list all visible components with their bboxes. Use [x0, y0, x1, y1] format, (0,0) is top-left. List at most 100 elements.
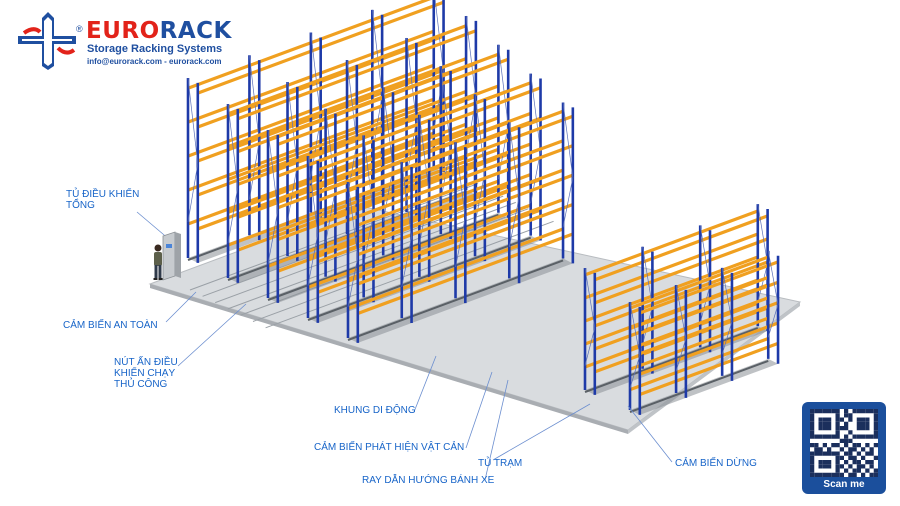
operator-figure: [153, 244, 163, 280]
label-mobile-frame: KHUNG DI ĐỘNG: [334, 405, 416, 416]
qr-module: [852, 443, 857, 448]
qr-module: [835, 443, 840, 448]
control-cabinet: [162, 231, 181, 281]
qr-module: [869, 409, 874, 414]
bracing: [530, 73, 541, 204]
qr-module: [818, 464, 823, 469]
qr-module: [810, 413, 815, 418]
qr-module: [861, 409, 866, 414]
bracing: [440, 66, 451, 201]
qr-module: [861, 434, 866, 439]
qr-module: [856, 417, 861, 422]
cross-arrow-logo-icon: [18, 12, 76, 70]
label-safety-sensor: CẢM BIẾN AN TOÀN: [63, 320, 158, 331]
beam: [584, 255, 759, 323]
beam: [629, 337, 769, 392]
leader-line: [492, 403, 591, 461]
qr-module: [822, 460, 827, 465]
qr-module: [810, 421, 815, 426]
qr-module: [869, 451, 874, 456]
qr-module: [873, 430, 878, 435]
qr-module: [848, 455, 853, 460]
qr-module: [810, 451, 815, 456]
beam: [629, 275, 769, 330]
leader-line: [627, 405, 673, 463]
qr-module: [814, 447, 819, 452]
qr-module: [844, 443, 849, 448]
qr-module: [831, 451, 836, 456]
qr-module: [844, 421, 849, 426]
qr-module: [856, 426, 861, 431]
bracing: [474, 94, 486, 224]
bracing: [419, 114, 430, 245]
qr-module: [814, 409, 819, 414]
qr-module: [869, 472, 874, 477]
qr-module: [810, 455, 815, 460]
qr-module: [865, 421, 870, 426]
qr-module: [873, 426, 878, 431]
qr-module: [856, 451, 861, 456]
qr-module: [835, 421, 840, 426]
qr-code-badge[interactable]: Scan me: [802, 402, 886, 494]
brand-contact: info@eurorack.com - eurorack.com: [87, 57, 222, 66]
qr-module: [831, 472, 836, 477]
qr-module: [831, 434, 836, 439]
qr-module: [827, 472, 832, 477]
qr-module: [827, 434, 832, 439]
qr-module: [865, 468, 870, 473]
qr-module: [848, 413, 853, 418]
qr-module: [844, 460, 849, 465]
base-beam: [267, 213, 499, 301]
qr-module: [839, 455, 844, 460]
qr-module: [810, 443, 815, 448]
bracing: [721, 267, 733, 355]
base-beam: [584, 327, 759, 393]
qr-module: [844, 409, 849, 414]
beam: [629, 316, 769, 371]
qr-module: [865, 443, 870, 448]
beam: [639, 301, 779, 356]
qr-module: [873, 434, 878, 439]
brand-tagline: Storage Racking Systems: [87, 43, 223, 55]
qr-module: [810, 409, 815, 414]
qr-module: [835, 430, 840, 435]
qr-module: [861, 472, 866, 477]
beam: [629, 296, 769, 351]
label-line: TỔNG: [66, 200, 95, 211]
leader-line: [465, 371, 493, 449]
qr-module: [844, 438, 849, 443]
qr-module: [822, 426, 827, 431]
qr-module: [810, 417, 815, 422]
qr-module: [827, 460, 832, 465]
qr-module: [835, 413, 840, 418]
qr-module: [810, 434, 815, 439]
qr-module: [814, 434, 819, 439]
qr-module: [848, 430, 853, 435]
qr-module: [822, 409, 827, 414]
qr-module: [827, 464, 832, 469]
label-manual-button: NÚT ẤN ĐIỀU KHIỂN CHẠY THỦ CÔNG: [114, 357, 178, 390]
label-station-cabinet: TỦ TRẠM: [478, 458, 523, 469]
qr-code-icon: [810, 409, 878, 477]
qr-module: [822, 421, 827, 426]
qr-module: [810, 426, 815, 431]
qr-module: [810, 464, 815, 469]
qr-module: [835, 417, 840, 422]
qr-module: [835, 434, 840, 439]
qr-module: [856, 434, 861, 439]
qr-module: [810, 468, 815, 473]
label-obstacle-sensor: CẢM BIẾN PHÁT HIỆN VẬT CẢN: [314, 442, 465, 453]
qr-module: [835, 409, 840, 414]
rack-row: [346, 102, 575, 343]
qr-module: [839, 447, 844, 452]
bracing: [267, 129, 279, 265]
beam: [594, 260, 769, 328]
qr-module: [835, 455, 840, 460]
qr-module: [865, 417, 870, 422]
qr-module: [827, 426, 832, 431]
qr-module: [856, 421, 861, 426]
qr-module: [861, 455, 866, 460]
qr-module: [865, 434, 870, 439]
